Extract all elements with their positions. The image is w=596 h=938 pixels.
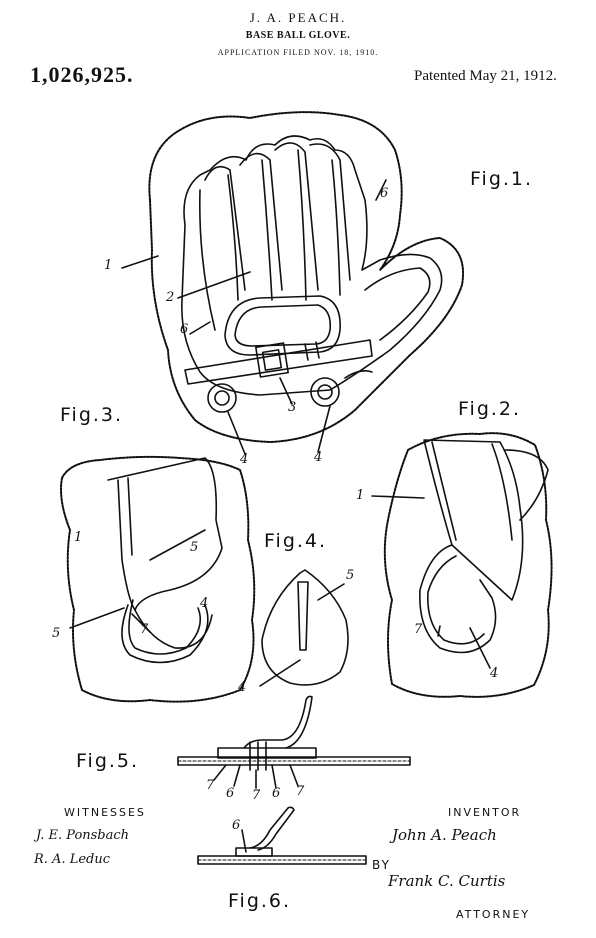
ref-numeral: 7 xyxy=(252,788,261,803)
fig3-drawing xyxy=(60,455,256,703)
fig3-label: Fig.3. xyxy=(60,404,124,426)
inventor-name-header: J. A. PEACH. xyxy=(249,10,347,25)
fig2-drawing xyxy=(371,432,553,698)
ref-numeral: 4 xyxy=(200,596,209,611)
ref-numeral: 5 xyxy=(346,568,355,583)
ref-numeral: 1 xyxy=(356,488,365,503)
fig1-label: Fig.1. xyxy=(470,168,534,190)
by-label: BY xyxy=(372,858,391,872)
ref-numeral: 6 xyxy=(226,786,235,801)
ref-numeral: 4 xyxy=(314,450,323,465)
fig5-label: Fig.5. xyxy=(76,750,140,772)
fig1-glove-drawing xyxy=(121,111,464,455)
witnesses-label: WITNESSES xyxy=(64,806,146,819)
application-filed-date: APPLICATION FILED NOV. 18, 1910. xyxy=(217,48,379,57)
patent-title: BASE BALL GLOVE. xyxy=(245,30,351,41)
inventor-label: INVENTOR xyxy=(448,806,522,819)
attorney-signature: Frank C. Curtis xyxy=(388,872,506,890)
inventor-signature: John A. Peach xyxy=(392,826,497,844)
ref-numeral: 1 xyxy=(74,530,83,545)
witness-signature-2: R. A. Leduc xyxy=(34,852,111,867)
ref-numeral: 6 xyxy=(380,186,389,201)
ref-numeral: 1 xyxy=(104,258,113,273)
fig4-label: Fig.4. xyxy=(264,530,328,552)
ref-numeral: 2 xyxy=(166,290,175,305)
ref-numeral: 4 xyxy=(490,666,499,681)
witness-signature-1: J. E. Ponsbach xyxy=(36,828,130,843)
ref-numeral: 6 xyxy=(180,322,189,337)
patent-number: 1,026,925. xyxy=(30,62,134,87)
fig2-label: Fig.2. xyxy=(458,398,522,420)
ref-numeral: 7 xyxy=(206,778,215,793)
ref-numeral: 7 xyxy=(140,622,149,637)
ref-numeral: 7 xyxy=(296,784,305,799)
ref-numeral: 5 xyxy=(190,540,199,555)
attorney-label: ATTORNEY xyxy=(456,908,531,921)
patented-date: Patented May 21, 1912. xyxy=(414,68,557,84)
ref-numeral: 3 xyxy=(288,400,297,415)
ref-numeral: 7 xyxy=(414,622,423,637)
ref-numeral: 5 xyxy=(52,626,61,641)
fig5-drawing xyxy=(177,695,411,789)
ref-numeral: 6 xyxy=(272,786,281,801)
fig4-drawing xyxy=(259,569,349,687)
fig6-drawing xyxy=(197,806,367,865)
fig6-label: Fig.6. xyxy=(228,890,292,912)
ref-numeral: 4 xyxy=(238,680,247,695)
ref-numeral: 4 xyxy=(240,452,249,467)
ref-numeral: 6 xyxy=(232,818,241,833)
